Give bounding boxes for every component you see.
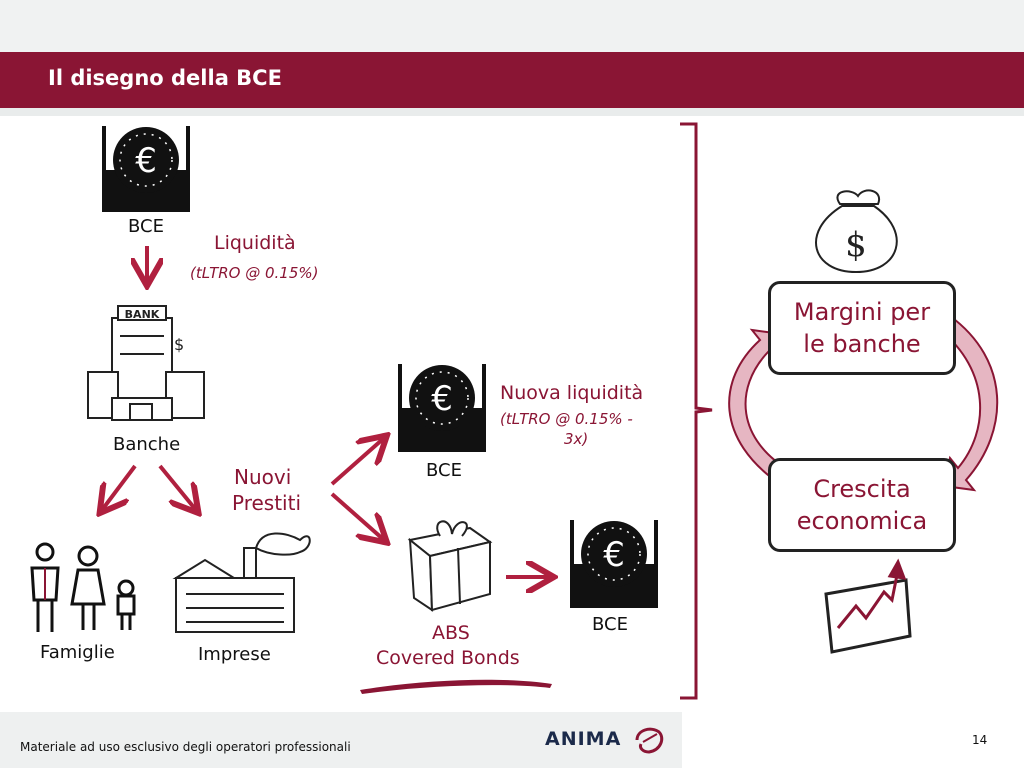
svg-text:$: $: [845, 225, 867, 265]
covered-bonds-underline: [360, 679, 552, 694]
gift-box-icon: [407, 520, 493, 612]
covered-bonds-label: Covered Bonds: [376, 647, 520, 669]
top-strip: [0, 0, 1024, 52]
family-icon: [30, 542, 136, 632]
new-loans-line2: Prestiti: [232, 491, 302, 515]
title-bar: Il disegno della BCE: [0, 52, 1024, 108]
bce-bottom-label: BCE: [592, 614, 628, 635]
title-shadow: [0, 108, 1024, 116]
margins-line2: le banche: [803, 330, 921, 358]
svg-text:$: $: [174, 335, 184, 354]
bce-coin-mid-icon: [398, 364, 486, 452]
growth-box: Crescita economica: [768, 458, 956, 552]
companies-label: Imprese: [198, 644, 271, 665]
bank-building-icon: BANK $: [87, 305, 205, 421]
new-liquidity-label: Nuova liquidità: [500, 382, 644, 404]
bce-top-label: BCE: [128, 216, 164, 237]
cycle-arrow-left: [728, 328, 794, 486]
families-label: Famiglie: [40, 642, 115, 663]
factory-icon: [172, 532, 311, 633]
anima-logo: ANIMA: [545, 722, 675, 758]
money-bag-icon: $: [815, 189, 898, 274]
arrow-to-families: [102, 464, 137, 510]
footer-note: Materiale ad uso esclusivo degli operato…: [20, 740, 351, 754]
growth-line2: economica: [796, 507, 928, 535]
page-number: 14: [972, 733, 988, 747]
banks-label: Banche: [113, 434, 181, 455]
page-title: Il disegno della BCE: [48, 66, 282, 90]
footer: Materiale ad uso esclusivo degli operato…: [0, 712, 682, 768]
growth-chart-icon: [824, 558, 912, 654]
new-liquidity-sub-line2: 3x): [564, 430, 589, 448]
new-liquidity-sub-line1: (tLTRO @ 0.15% -: [500, 410, 633, 428]
arrow-to-bce-mid: [330, 438, 384, 486]
bce-coin-top-icon: [102, 126, 190, 212]
arrow-to-abs: [330, 492, 384, 540]
liquidity-sub-label: (tLTRO @ 0.15%): [190, 264, 319, 282]
bank-sign-label: BANK: [125, 308, 160, 321]
anima-logo-text: ANIMA: [545, 728, 622, 750]
arrow-to-companies: [158, 464, 196, 510]
margins-box: Margini per le banche: [768, 281, 956, 375]
margins-line1: Margini per: [793, 298, 931, 326]
growth-line1: Crescita: [813, 475, 911, 503]
right-bracket: [680, 122, 713, 700]
anima-logo-icon: [635, 727, 664, 754]
bce-coin-bottom-icon: [570, 520, 658, 608]
abs-label: ABS: [432, 622, 470, 644]
liquidity-label: Liquidità: [214, 232, 296, 254]
new-loans-line1: Nuovi: [234, 465, 292, 489]
bce-mid-label: BCE: [426, 460, 462, 481]
